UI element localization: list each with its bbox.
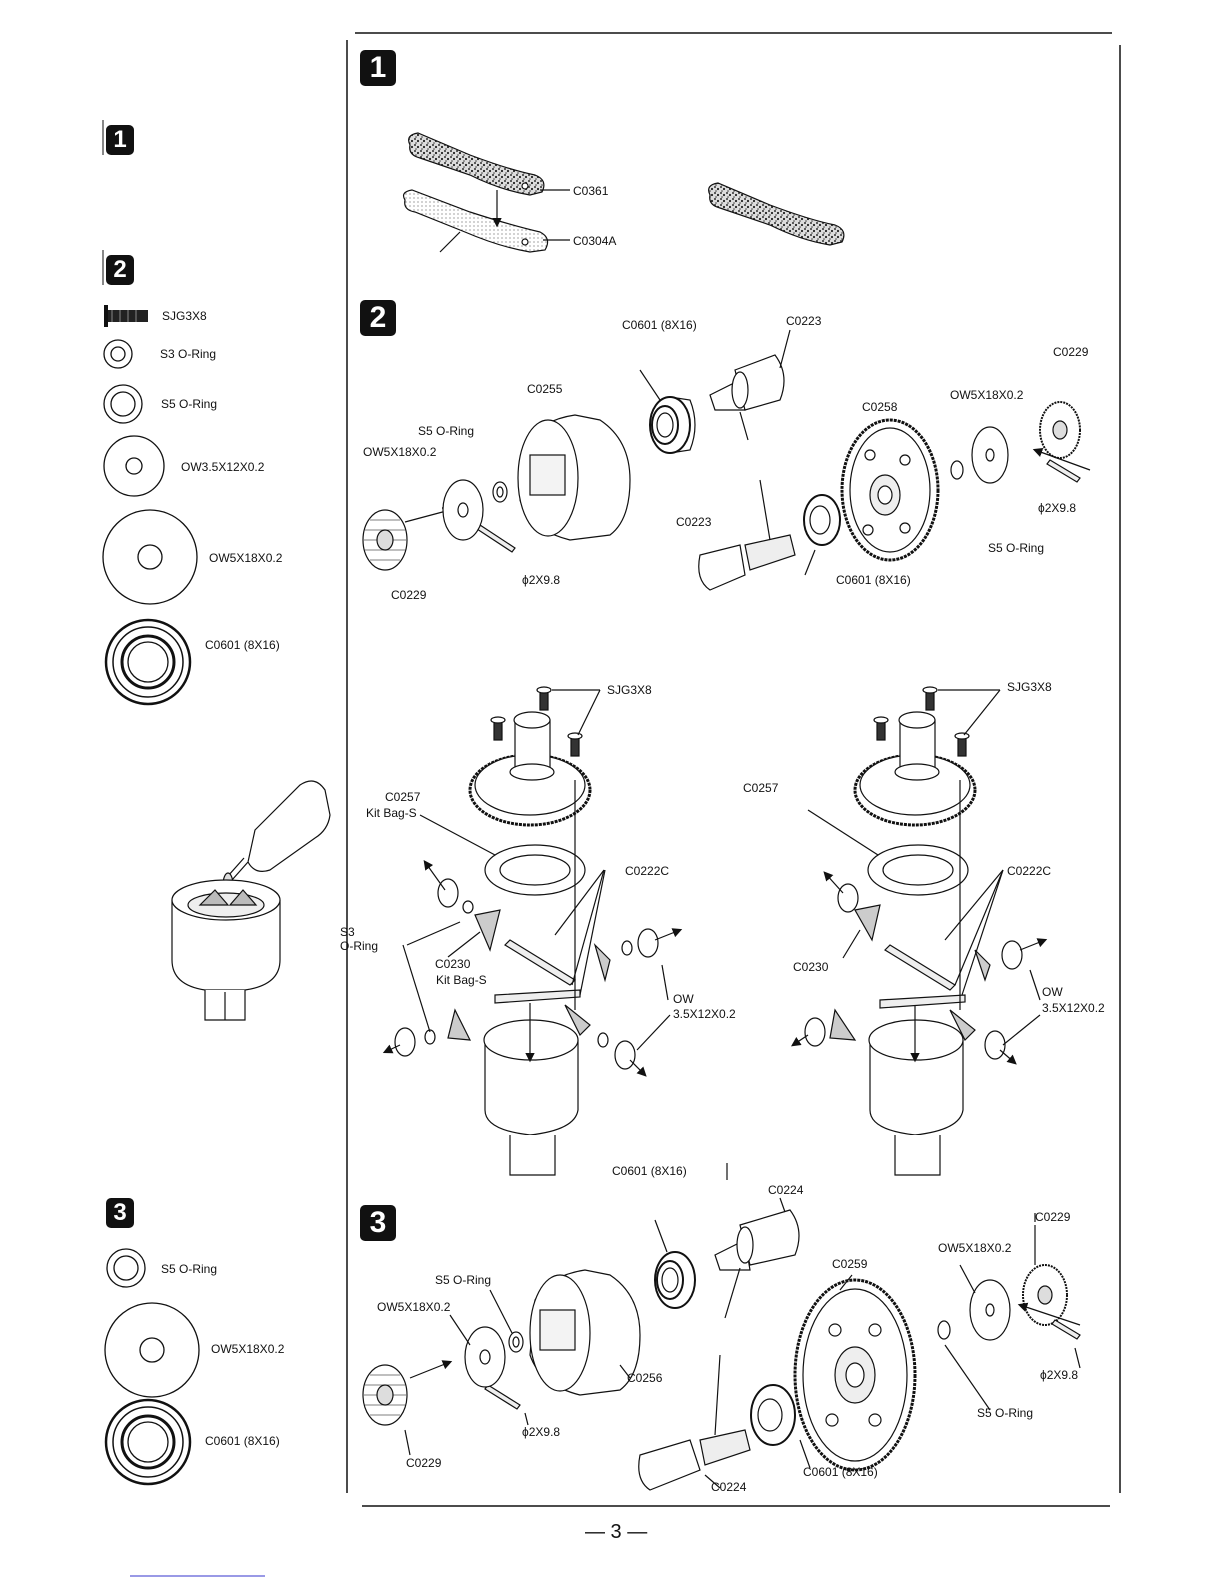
sidebar-part-label-bearing: C0601 (8X16)	[205, 638, 280, 652]
step1-badge: 1	[360, 50, 396, 86]
assy-left-label-gasket-code: C0257	[385, 790, 421, 804]
assy-right-label-washer-a: OW	[1042, 985, 1063, 999]
step3-label-cup-bottom: C0224	[711, 1480, 747, 1494]
o-ring-small-icon	[103, 339, 133, 369]
assy-left-label-oring-a: S3	[340, 925, 355, 939]
step3-label-washer-right: OW5X18X0.2	[938, 1241, 1012, 1255]
assy-left-label-washer-a: OW	[673, 992, 694, 1006]
step2-label-oring-right: S5 O-Ring	[988, 541, 1045, 555]
ring-gear-step2	[840, 418, 940, 562]
screw-icon	[104, 305, 148, 327]
washer-large-icon	[102, 509, 198, 605]
step2-label-pin-right: ϕ2X9.8	[1038, 501, 1077, 515]
step2-label-washer-right: OW5X18X0.2	[950, 388, 1024, 402]
assy-left-label-oring-b: O-Ring	[340, 939, 379, 953]
o-ring-medium-icon-step3	[106, 1248, 146, 1288]
o-ring-medium-icon	[103, 384, 143, 424]
step2-label-cup-top: C0223	[786, 314, 822, 328]
assy-right-label-washer-b: 3.5X12X0.2	[1042, 1001, 1105, 1015]
step2-label-cup-bottom: C0223	[676, 515, 712, 529]
step1-plates	[402, 132, 845, 253]
assy-right-label-cross-shaft: C0222C	[1007, 864, 1052, 878]
assy-label-bearing-note: C0601 (8X16)	[612, 1164, 687, 1178]
sidebar-step2-badge: 2	[106, 255, 134, 285]
sidebar-part-label-ow5: OW5X18X0.2	[209, 551, 283, 565]
step3-badge: 3	[360, 1205, 396, 1241]
step2-label-washer-left: OW5X18X0.2	[363, 445, 437, 459]
assy-left-label-washer-b: 3.5X12X0.2	[673, 1007, 736, 1021]
assy-left-label-bevel-code: C0230	[435, 957, 471, 971]
step3-label-pin-right: ϕ2X9.8	[1040, 1368, 1079, 1382]
assy-right-label-bevel-code: C0230	[793, 960, 829, 974]
ring-gear-step3	[793, 1278, 917, 1472]
step3-label-oring-left: S5 O-Ring	[435, 1273, 492, 1287]
step3-exploded	[362, 1197, 1081, 1491]
bevel-gear-left	[362, 509, 408, 571]
diff-case-step3	[529, 1269, 641, 1396]
step1-label-c0304a: C0304A	[573, 234, 617, 248]
step3-label-gear-left: C0229	[406, 1456, 442, 1470]
diff-case-step2	[517, 414, 631, 541]
assy-right-label-screws: SJG3X8	[1007, 680, 1052, 694]
sidebar3-part-label-ow5: OW5X18X0.2	[211, 1342, 285, 1356]
assy-left-label-gasket-bag: Kit Bag-S	[366, 806, 417, 820]
sidebar-part-label-s5-oring: S5 O-Ring	[161, 397, 218, 411]
washer-large-icon-step3	[104, 1302, 200, 1398]
step3-label-ring-gear: C0259	[832, 1257, 868, 1271]
sidebar3-part-label-bearing: C0601 (8X16)	[205, 1434, 280, 1448]
step2-badge: 2	[360, 300, 396, 336]
step2-label-bearing-bottom: C0601 (8X16)	[836, 573, 911, 587]
grease-bottle-illustration	[171, 780, 331, 1021]
sidebar-step3-badge: 3	[106, 1198, 134, 1228]
assy-left-label-cross-shaft: C0222C	[625, 864, 670, 878]
washer-small-icon	[103, 435, 165, 497]
step3-label-gear-right: C0229	[1035, 1210, 1071, 1224]
step2-exploded	[362, 329, 1091, 591]
step2-label-ring-gear: C0258	[862, 400, 898, 414]
sidebar-step1-badge: 1	[106, 125, 134, 155]
step2-label-case: C0255	[527, 382, 563, 396]
assembly-left	[382, 686, 683, 1176]
step2-label-oring-left: S5 O-Ring	[418, 424, 475, 438]
step2-label-gear-right: C0229	[1053, 345, 1089, 359]
step1-label-c0361: C0361	[573, 184, 609, 198]
assembly-right	[726, 686, 1048, 1180]
assy-left-label-bevel-bag: Kit Bag-S	[436, 973, 487, 987]
page-number: — 3 —	[585, 1521, 648, 1543]
bearing-icon-step3	[104, 1398, 192, 1486]
sidebar3-part-label-s5-oring: S5 O-Ring	[161, 1262, 218, 1276]
step2-label-gear-left: C0229	[391, 588, 427, 602]
step2-label-pin-left: ϕ2X9.8	[522, 573, 561, 587]
step3-label-cup-top: C0224	[768, 1183, 804, 1197]
step3-label-bearing-bottom: C0601 (8X16)	[803, 1465, 878, 1479]
step2-label-bearing-top: C0601 (8X16)	[622, 318, 697, 332]
sidebar-part-label-screw: SJG3X8	[162, 309, 207, 323]
bearing-icon	[104, 618, 192, 706]
bevel-gear-left-step3	[362, 1364, 408, 1426]
step3-label-oring-right: S5 O-Ring	[977, 1406, 1034, 1420]
sidebar-part-label-s3-oring: S3 O-Ring	[160, 347, 217, 361]
step3-label-washer-left: OW5X18X0.2	[377, 1300, 451, 1314]
assy-right-label-gasket-code: C0257	[743, 781, 779, 795]
assy-left-label-screws: SJG3X8	[607, 683, 652, 697]
step3-label-case: C0256	[627, 1371, 663, 1385]
step3-label-pin-left: ϕ2X9.8	[522, 1425, 561, 1439]
sidebar-part-label-ow35: OW3.5X12X0.2	[181, 460, 265, 474]
